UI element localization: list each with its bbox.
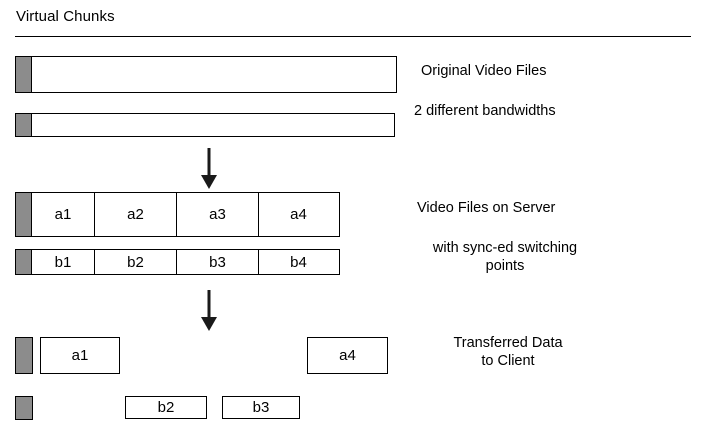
stage-server-row-a: a1 a2 a3 a4	[31, 192, 340, 237]
arrow-down-to-client	[196, 290, 222, 332]
arrow-down-to-server	[196, 148, 222, 190]
chunk-a3: a3	[177, 193, 259, 236]
caption-video-files-on-server: Video Files on Server	[417, 200, 556, 216]
stage-original-bar-low	[31, 113, 395, 137]
chunk-label: a4	[339, 347, 356, 364]
stage-client-marker-b	[15, 396, 33, 420]
chunk-b2: b2	[95, 250, 177, 274]
title-divider	[15, 36, 691, 37]
chunk-label: b3	[252, 399, 270, 416]
chunk-label: b2	[157, 399, 175, 416]
stage-server-row-b: b1 b2 b3 b4	[31, 249, 340, 275]
transferred-chunk-a1: a1	[40, 337, 120, 374]
chunk-label: b4	[290, 253, 307, 271]
transferred-chunk-b3: b3	[222, 396, 300, 419]
chunk-label: a1	[71, 347, 89, 364]
stage-original-bar-high	[31, 56, 397, 93]
chunk-label: a2	[127, 206, 144, 223]
chunk-b1: b1	[32, 250, 95, 274]
chunk-b4: b4	[259, 250, 338, 274]
chunk-label: b2	[127, 253, 144, 271]
chunk-b3: b3	[177, 250, 259, 274]
transferred-chunk-a4: a4	[307, 337, 388, 374]
caption-two-bandwidths: 2 different bandwidths	[414, 103, 556, 119]
page-title: Virtual Chunks	[16, 8, 115, 25]
chunk-label: b3	[209, 253, 226, 271]
arrow-down-icon	[201, 148, 217, 189]
chunk-label: a3	[209, 206, 226, 223]
chunk-label: a4	[290, 206, 307, 223]
chunk-label: a1	[54, 206, 72, 223]
caption-transferred-data: Transferred Data to Client	[453, 335, 563, 369]
stage-client-marker-a	[15, 337, 33, 374]
caption-original-video-files: Original Video Files	[421, 63, 547, 79]
chunk-a2: a2	[95, 193, 177, 236]
arrow-down-icon	[201, 290, 217, 331]
chunk-a1: a1	[32, 193, 95, 236]
transferred-chunk-b2: b2	[125, 396, 207, 419]
caption-sync-points: with sync-ed switching points	[432, 240, 578, 274]
chunk-a4: a4	[259, 193, 338, 236]
chunk-label: b1	[54, 253, 72, 271]
